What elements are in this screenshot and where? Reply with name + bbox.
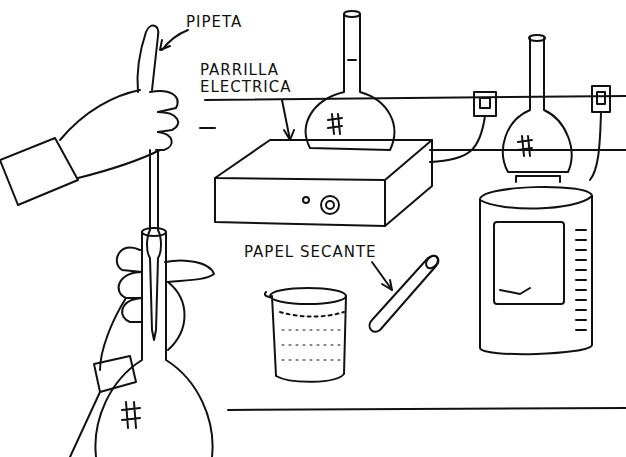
bench-lines [200, 96, 626, 410]
stirrer-device [480, 35, 592, 354]
callout-label: PAPEL SECANTE [244, 244, 404, 261]
hot-plate [215, 140, 432, 226]
beaker [265, 288, 346, 382]
volumetric-flask [95, 228, 212, 457]
pipette [147, 150, 161, 340]
upper-hand [0, 26, 178, 205]
blotting-paper [370, 253, 441, 331]
callout-label: PIPETA [186, 14, 296, 31]
volumetric-flask [306, 11, 395, 150]
wall-outlets [430, 86, 610, 180]
callout-label: PARRILLA ELECTRICA [200, 62, 330, 96]
